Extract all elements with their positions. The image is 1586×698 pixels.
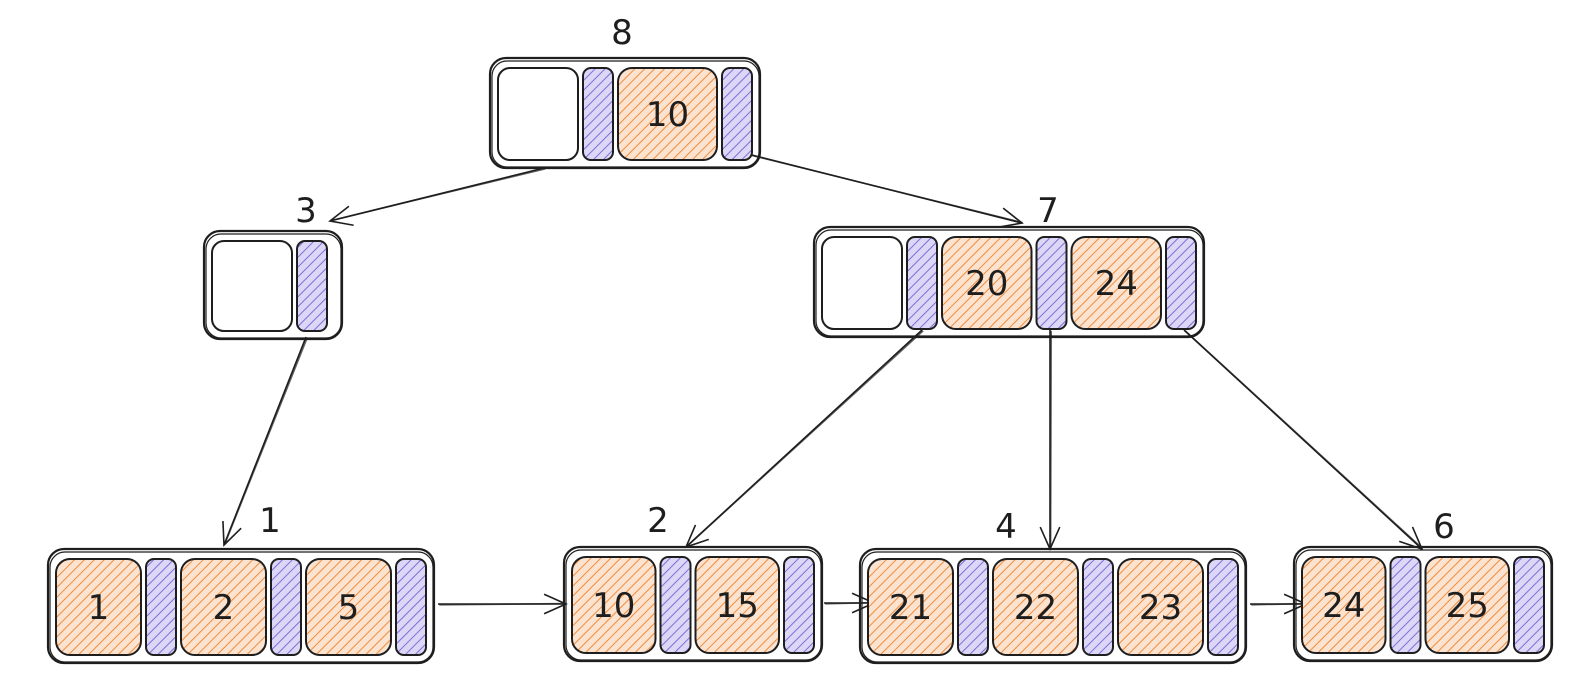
node-label: 1 xyxy=(259,501,281,541)
key-value: 10 xyxy=(646,95,689,135)
key-value: 21 xyxy=(889,588,932,628)
key-value: 1 xyxy=(88,588,110,628)
key-slot xyxy=(694,556,780,654)
key-slot xyxy=(1424,556,1510,654)
pointer-slot xyxy=(957,558,989,656)
node-label: 6 xyxy=(1433,507,1455,547)
edge-4-to-6 xyxy=(1250,593,1308,615)
key-value: 2 xyxy=(213,588,235,628)
edge-7-to-4 xyxy=(1039,330,1061,551)
edge-line-sketch xyxy=(686,330,924,548)
edge-7-to-6 xyxy=(1183,329,1424,551)
pointer-slot xyxy=(1389,556,1422,654)
btree-node-2: 10 15 2 xyxy=(562,501,824,663)
btree-node-8: 10 8 xyxy=(488,13,762,170)
node-outline-sketch xyxy=(491,60,760,168)
key-slot xyxy=(867,558,954,656)
edge-line-sketch xyxy=(1184,330,1424,550)
node-label: 7 xyxy=(1037,191,1059,231)
pointer-slot xyxy=(1035,236,1068,330)
key-slot xyxy=(571,556,657,654)
key-slot xyxy=(180,558,267,656)
node-outline xyxy=(1292,545,1554,663)
node-outline-sketch xyxy=(565,549,822,661)
btree-node-6: 24 25 6 xyxy=(1292,507,1554,663)
edge-8-to-3 xyxy=(328,167,546,227)
key-slot xyxy=(305,558,392,656)
node-outline xyxy=(46,547,436,665)
btree-node-7: 20 24 7 xyxy=(812,191,1206,339)
arrowhead-icon xyxy=(998,207,1024,228)
edge-8-to-7 xyxy=(739,151,1024,228)
key-slot xyxy=(1070,236,1162,330)
pointer-slot xyxy=(721,67,753,161)
btree-node-3: 3 xyxy=(202,191,344,341)
arrowhead-icon xyxy=(328,205,354,227)
key-value: 24 xyxy=(1095,264,1138,304)
edge-7-to-2 xyxy=(684,329,924,549)
edge-line-sketch xyxy=(1049,330,1052,549)
node-outline xyxy=(202,229,344,341)
key-slot xyxy=(55,558,142,656)
empty-slot xyxy=(211,240,293,332)
pointer-slot xyxy=(270,558,302,656)
pointer-slot xyxy=(783,556,815,654)
node-outline-sketch xyxy=(861,551,1246,663)
edge-3-to-1 xyxy=(222,336,308,547)
key-slot xyxy=(992,558,1079,656)
key-value: 23 xyxy=(1139,588,1182,628)
btree-node-4: 21 22 23 4 xyxy=(858,507,1248,665)
empty-slot xyxy=(821,236,903,330)
edges-layer xyxy=(222,151,1424,615)
pointer-slot xyxy=(659,556,692,654)
node-outline-sketch xyxy=(49,551,434,663)
node-label: 2 xyxy=(647,501,669,541)
node-label: 3 xyxy=(295,191,317,231)
pointer-slot xyxy=(582,67,614,161)
node-outline-sketch xyxy=(1295,549,1552,661)
key-value: 24 xyxy=(1322,586,1365,626)
edge-line-sketch xyxy=(439,602,567,606)
key-value: 15 xyxy=(716,586,759,626)
pointer-slot xyxy=(395,558,427,656)
node-outline xyxy=(562,545,824,663)
node-outline xyxy=(488,56,762,170)
pointer-slot xyxy=(145,558,177,656)
key-value: 20 xyxy=(965,264,1008,304)
edge-line-sketch xyxy=(1251,602,1307,606)
node-outline-sketch xyxy=(815,229,1204,337)
key-slot xyxy=(941,236,1033,330)
node-outline xyxy=(812,225,1206,339)
key-slot xyxy=(1117,558,1204,656)
edge-line-sketch xyxy=(825,601,875,605)
pointer-slot xyxy=(1165,236,1197,330)
btree-node-1: 1 2 5 1 xyxy=(46,501,436,665)
edge-line-sketch xyxy=(330,168,546,222)
pointer-slot xyxy=(906,236,938,330)
edge-1-to-2 xyxy=(438,593,568,615)
node-outline xyxy=(858,547,1248,665)
node-outline-sketch xyxy=(205,233,342,339)
edge-line-sketch xyxy=(741,152,1023,224)
key-slot xyxy=(617,67,718,161)
key-slot xyxy=(1301,556,1387,654)
node-label: 4 xyxy=(995,507,1017,547)
key-value: 25 xyxy=(1446,586,1489,626)
edge-line-sketch xyxy=(223,337,308,545)
pointer-slot xyxy=(1082,558,1114,656)
arrowhead-icon xyxy=(1398,526,1424,551)
key-value: 10 xyxy=(592,586,635,626)
pointer-slot xyxy=(296,240,328,332)
arrowhead-icon xyxy=(222,520,242,547)
key-value: 5 xyxy=(338,588,360,628)
node-label: 8 xyxy=(611,13,633,53)
pointer-slot xyxy=(1207,558,1239,656)
key-value: 22 xyxy=(1014,588,1057,628)
empty-slot xyxy=(497,67,579,161)
pointer-slot xyxy=(1513,556,1545,654)
